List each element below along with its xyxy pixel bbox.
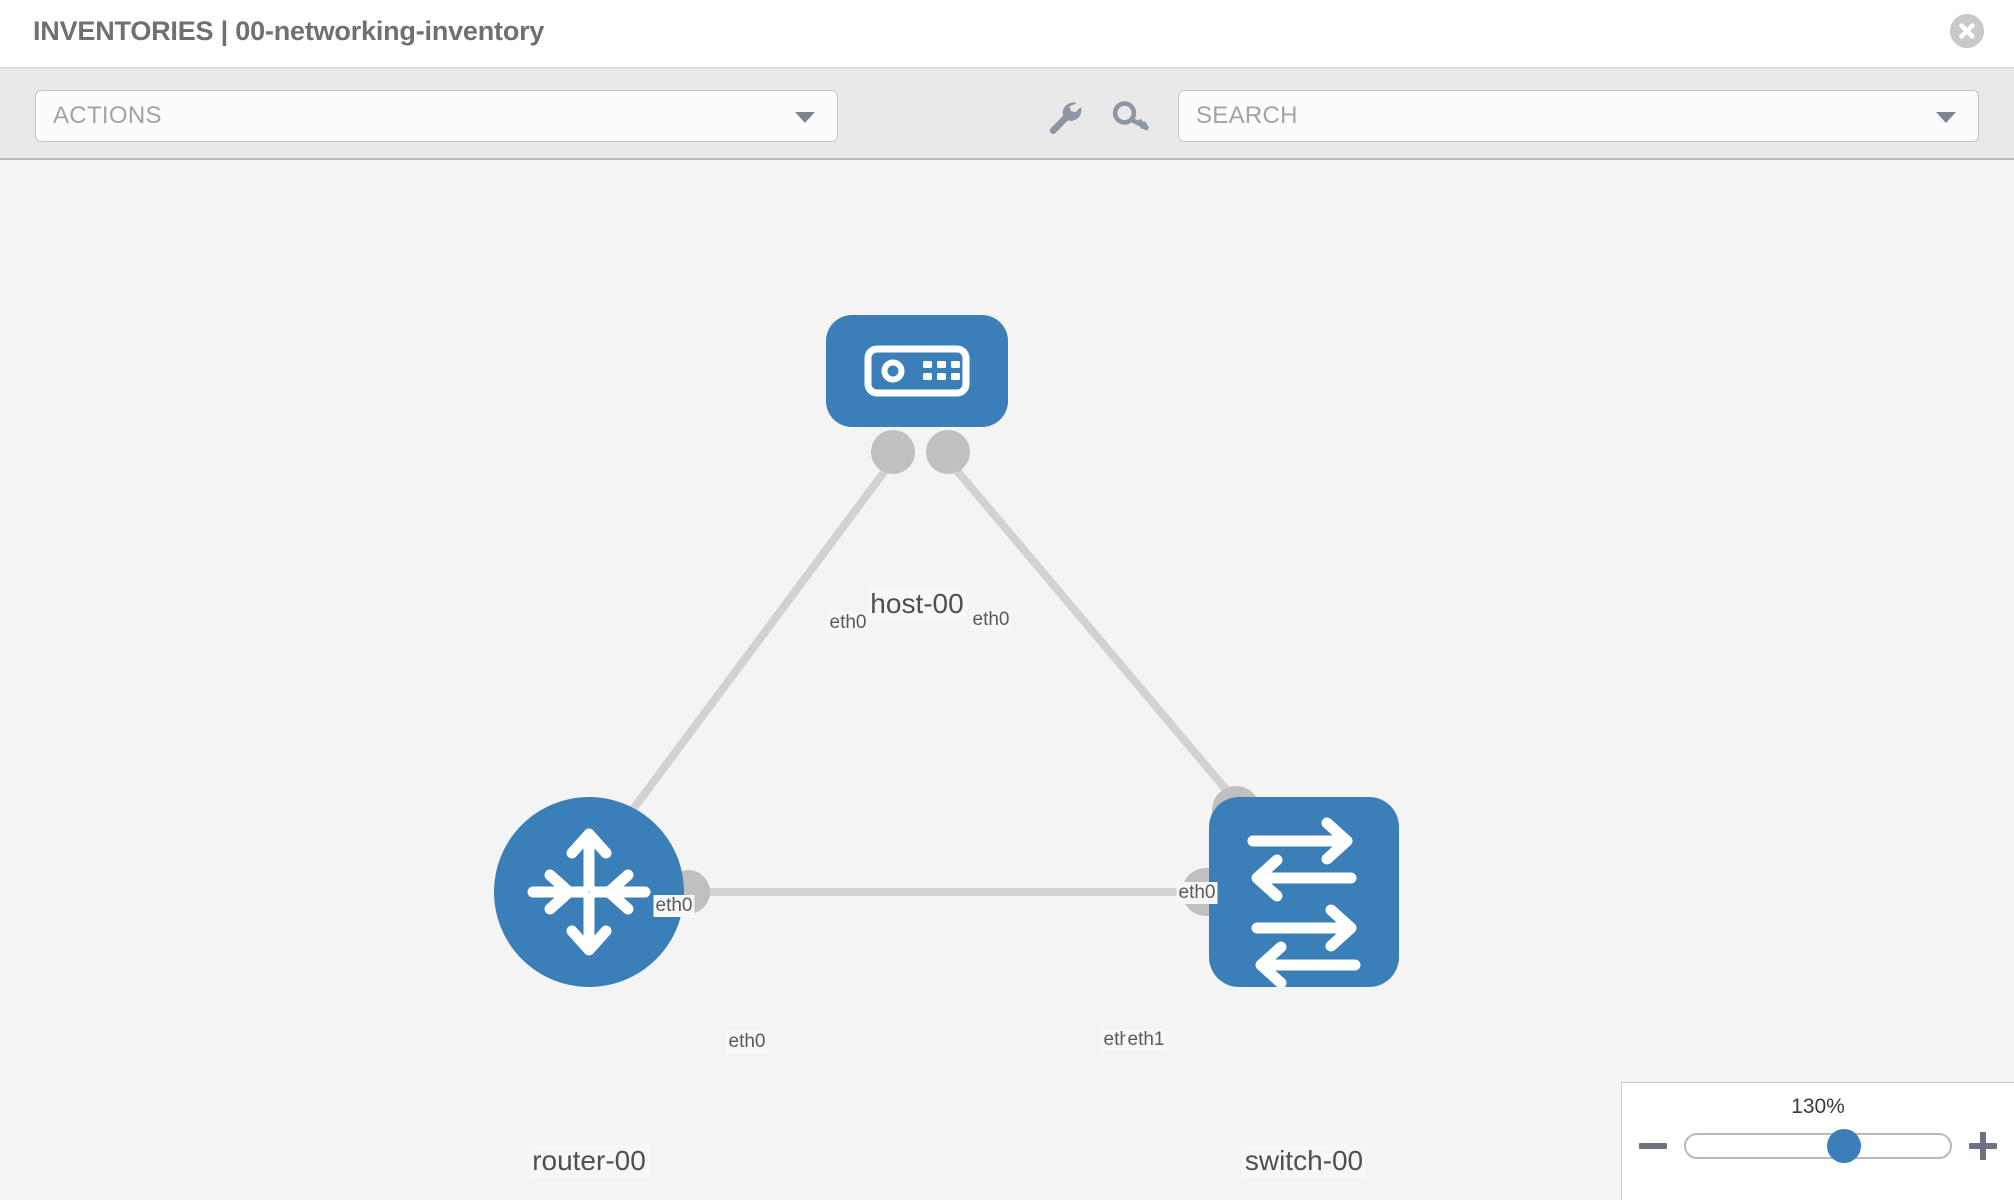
link-host00-router00[interactable]: [621, 457, 897, 823]
iface-label-host00-left: eth0: [827, 612, 869, 634]
switch-icon: [1247, 817, 1361, 989]
close-icon-glyph: [1950, 14, 1984, 48]
search-placeholder: SEARCH: [1196, 102, 1298, 129]
zoom-slider-track[interactable]: [1684, 1129, 1952, 1163]
router-icon: [527, 828, 651, 956]
port-layer: [666, 430, 1260, 916]
iface-label-router00-eth0: eth0: [726, 1031, 768, 1053]
page-title: INVENTORIES | 00-networking-inventory: [33, 16, 545, 46]
topology-graph: [494, 315, 1399, 989]
node-label-router-00: router-00: [529, 1145, 649, 1177]
zoom-in-button[interactable]: [1966, 1129, 2000, 1163]
server-icon: [864, 345, 970, 397]
node-router-00[interactable]: [494, 797, 684, 987]
actions-dropdown[interactable]: ACTIONS: [35, 90, 838, 142]
port-host00-eth0-left[interactable]: [871, 430, 915, 474]
zoom-slider-thumb[interactable]: [1827, 1129, 1862, 1163]
iface-label-switch00-eth1: eth1: [1125, 1029, 1167, 1051]
link-host00-switch00[interactable]: [944, 457, 1249, 815]
topology-canvas[interactable]: eth0 eth0 eth0 eth0 eth0 eth0 eth1 host-…: [0, 160, 2014, 1200]
toolbar: ACTIONS SEARCH: [0, 67, 2014, 160]
zoom-control-panel: 130%: [1621, 1082, 2014, 1200]
zoom-slider-row: [1622, 1129, 2014, 1163]
page-header: INVENTORIES | 00-networking-inventory: [0, 0, 2014, 67]
close-icon[interactable]: [1950, 14, 1984, 48]
chevron-down-icon: [1936, 112, 1956, 123]
iface-label-router00-up: eth0: [653, 895, 695, 917]
port-host00-eth0-right[interactable]: [926, 430, 970, 474]
node-label-host-00: host-00: [867, 588, 967, 620]
search-input[interactable]: SEARCH: [1178, 90, 1979, 142]
chevron-down-icon: [795, 112, 815, 123]
iface-label-switch00-up: eth0: [1176, 882, 1218, 904]
iface-label-host00-right: eth0: [970, 609, 1012, 631]
link-layer: [621, 457, 1249, 896]
node-label-switch-00: switch-00: [1241, 1145, 1367, 1177]
node-host-00[interactable]: [826, 315, 1008, 427]
key-icon[interactable]: [1112, 100, 1150, 134]
wrench-icon[interactable]: [1046, 100, 1084, 134]
zoom-out-button[interactable]: [1636, 1129, 1670, 1163]
zoom-level-value: 130%: [1791, 1095, 1845, 1118]
key-icon-glyph: [1112, 101, 1149, 131]
node-switch-00[interactable]: [1209, 797, 1399, 989]
wrench-icon-glyph: [1049, 102, 1082, 134]
actions-dropdown-label: ACTIONS: [53, 102, 162, 129]
